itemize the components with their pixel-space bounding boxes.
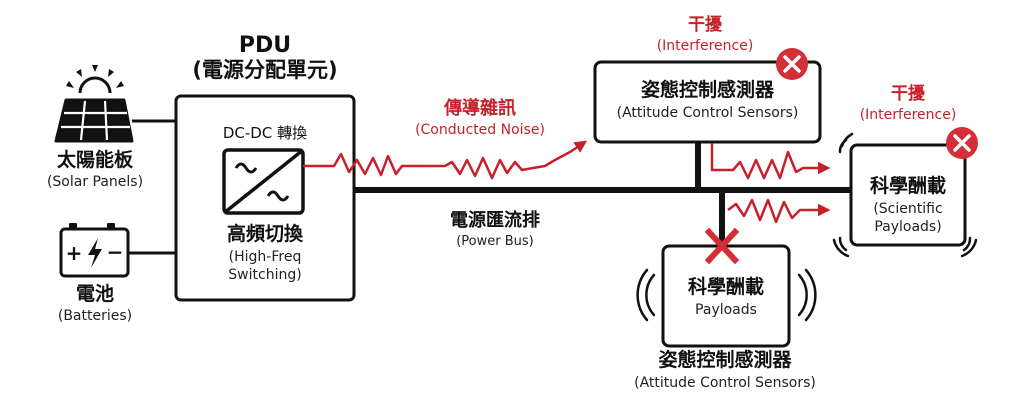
blocked-x-icon (704, 227, 740, 265)
conducted-noise-label: 傳導雜訊 (444, 98, 516, 119)
power-bus-label: 電源匯流排 (450, 210, 540, 231)
error-x-icon (946, 127, 978, 159)
battery-label-en: (Batteries) (57, 308, 133, 324)
interference-label-top: 干擾 (688, 15, 722, 35)
dc-dc-converter-icon (222, 148, 305, 215)
interference-label-right-en: (Interference) (859, 107, 957, 123)
interference-label-right: 干擾 (891, 84, 925, 104)
error-x-icon (776, 48, 808, 80)
interference-wave-upper (710, 143, 831, 180)
switching-label: 高頻切換 (226, 223, 303, 245)
pdu-subtitle: (電源分配單元) (192, 58, 338, 82)
payloads-caption: 姿態控制感測器 (658, 349, 792, 371)
payloads-caption-en: (Attitude Control Sensors) (634, 375, 816, 391)
battery-plus-sign: + (66, 241, 83, 265)
battery-minus-sign: − (107, 240, 124, 264)
conducted-noise-label-en: (Conducted Noise) (415, 122, 545, 138)
attitude-sensors-label-en: (Attitude Control Sensors) (616, 105, 799, 121)
vibration-icon (832, 132, 978, 258)
solar-label-en: (Solar Panels) (46, 174, 144, 190)
scientific-payloads-box[interactable] (849, 143, 967, 247)
solar-label: 太陽能板 (56, 149, 133, 171)
interference-wave-lower (727, 198, 831, 224)
payloads-label: 科學酬載 (687, 276, 764, 298)
conducted-noise-wave (303, 140, 588, 180)
scientific-payloads-label: 科學酬載 (869, 175, 946, 197)
battery-label: 電池 (75, 283, 114, 305)
switching-label-en-1: (High-Freq (228, 249, 302, 265)
switching-label-en-2: Switching) (228, 267, 302, 283)
converter-label: DC-DC 轉換 (222, 124, 308, 142)
solar-panel-icon (54, 65, 134, 143)
scientific-payloads-label-en-2: Payloads) (874, 219, 942, 235)
interference-label-top-en: (Interference) (656, 38, 754, 54)
vibration-icon (636, 268, 817, 322)
attitude-sensors-label: 姿態控制感測器 (640, 79, 774, 101)
attitude-sensors-box[interactable] (593, 60, 822, 144)
payloads-label-en: Payloads (695, 302, 757, 318)
pdu-title: PDU (238, 33, 292, 58)
scientific-payloads-label-en-1: (Scientific (873, 201, 943, 217)
power-bus-label-en: (Power Bus) (456, 234, 534, 249)
